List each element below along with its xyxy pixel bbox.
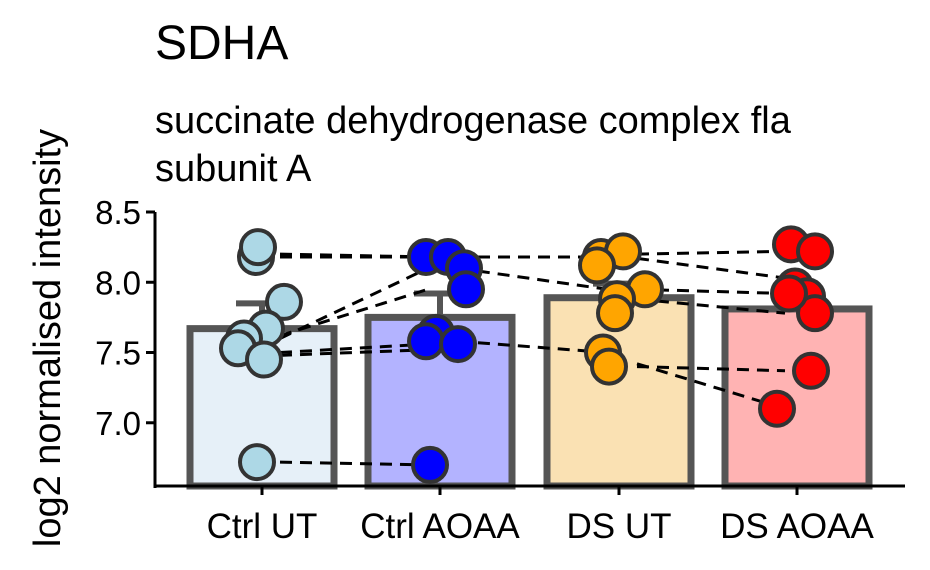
data-point-1-5 [407, 322, 445, 361]
bar-3 [721, 305, 873, 490]
data-point-0-6 [245, 340, 283, 379]
data-point-2-7 [578, 246, 616, 285]
pair-line-2-3 [636, 297, 786, 315]
pair-line-0-6 [279, 287, 429, 338]
data-point-3-6 [758, 389, 796, 428]
pair-line-0-4 [279, 460, 429, 467]
data-point-1-7 [411, 445, 449, 484]
data-point-3-7 [770, 274, 808, 313]
data-point-1-6 [439, 325, 477, 364]
x-tick-label-3: DS AOAA [720, 507, 874, 546]
chart-subtitle-line-2: subunit A [155, 148, 312, 190]
x-tick-label-0: Ctrl UT [207, 507, 318, 546]
pair-line-1-2 [457, 339, 608, 355]
data-point-0-1 [239, 228, 277, 267]
pair-line-0-1 [279, 252, 429, 259]
data-point-1-3 [447, 270, 485, 309]
pair-line-2-0 [636, 249, 786, 256]
data-point-3-1 [796, 232, 834, 271]
data-point-3-4 [796, 294, 834, 333]
y-tick-label-1: 7.5 [95, 335, 141, 372]
data-point-2-6 [590, 347, 628, 386]
data-points-layer [219, 225, 834, 484]
y-tick-label-0: 7.0 [95, 405, 141, 442]
pair-line-2-4 [636, 365, 786, 373]
x-tick-label-1: Ctrl AOAA [360, 507, 520, 546]
pair-line-1-1 [457, 266, 608, 291]
data-point-0-7 [238, 443, 276, 482]
y-tick-label-3: 8.5 [95, 194, 141, 231]
y-tick-label-2: 8.0 [95, 264, 141, 301]
data-point-3-5 [792, 351, 830, 390]
pair-line-0-2 [279, 342, 429, 355]
chart-title: SDHA [155, 17, 289, 70]
bars-layer [186, 294, 873, 490]
paired-lines-layer [279, 249, 786, 467]
x-tick-label-2: DS UT [567, 507, 672, 546]
pair-line-0-3 [279, 348, 429, 357]
data-point-0-2 [265, 282, 303, 321]
data-point-2-4 [596, 294, 634, 333]
chart-subtitle-line-1: succinate dehydrogenase complex fla [155, 100, 791, 142]
chart-subtitle: succinate dehydrogenase complex fla subu… [155, 97, 930, 193]
pair-line-2-1 [636, 256, 786, 280]
